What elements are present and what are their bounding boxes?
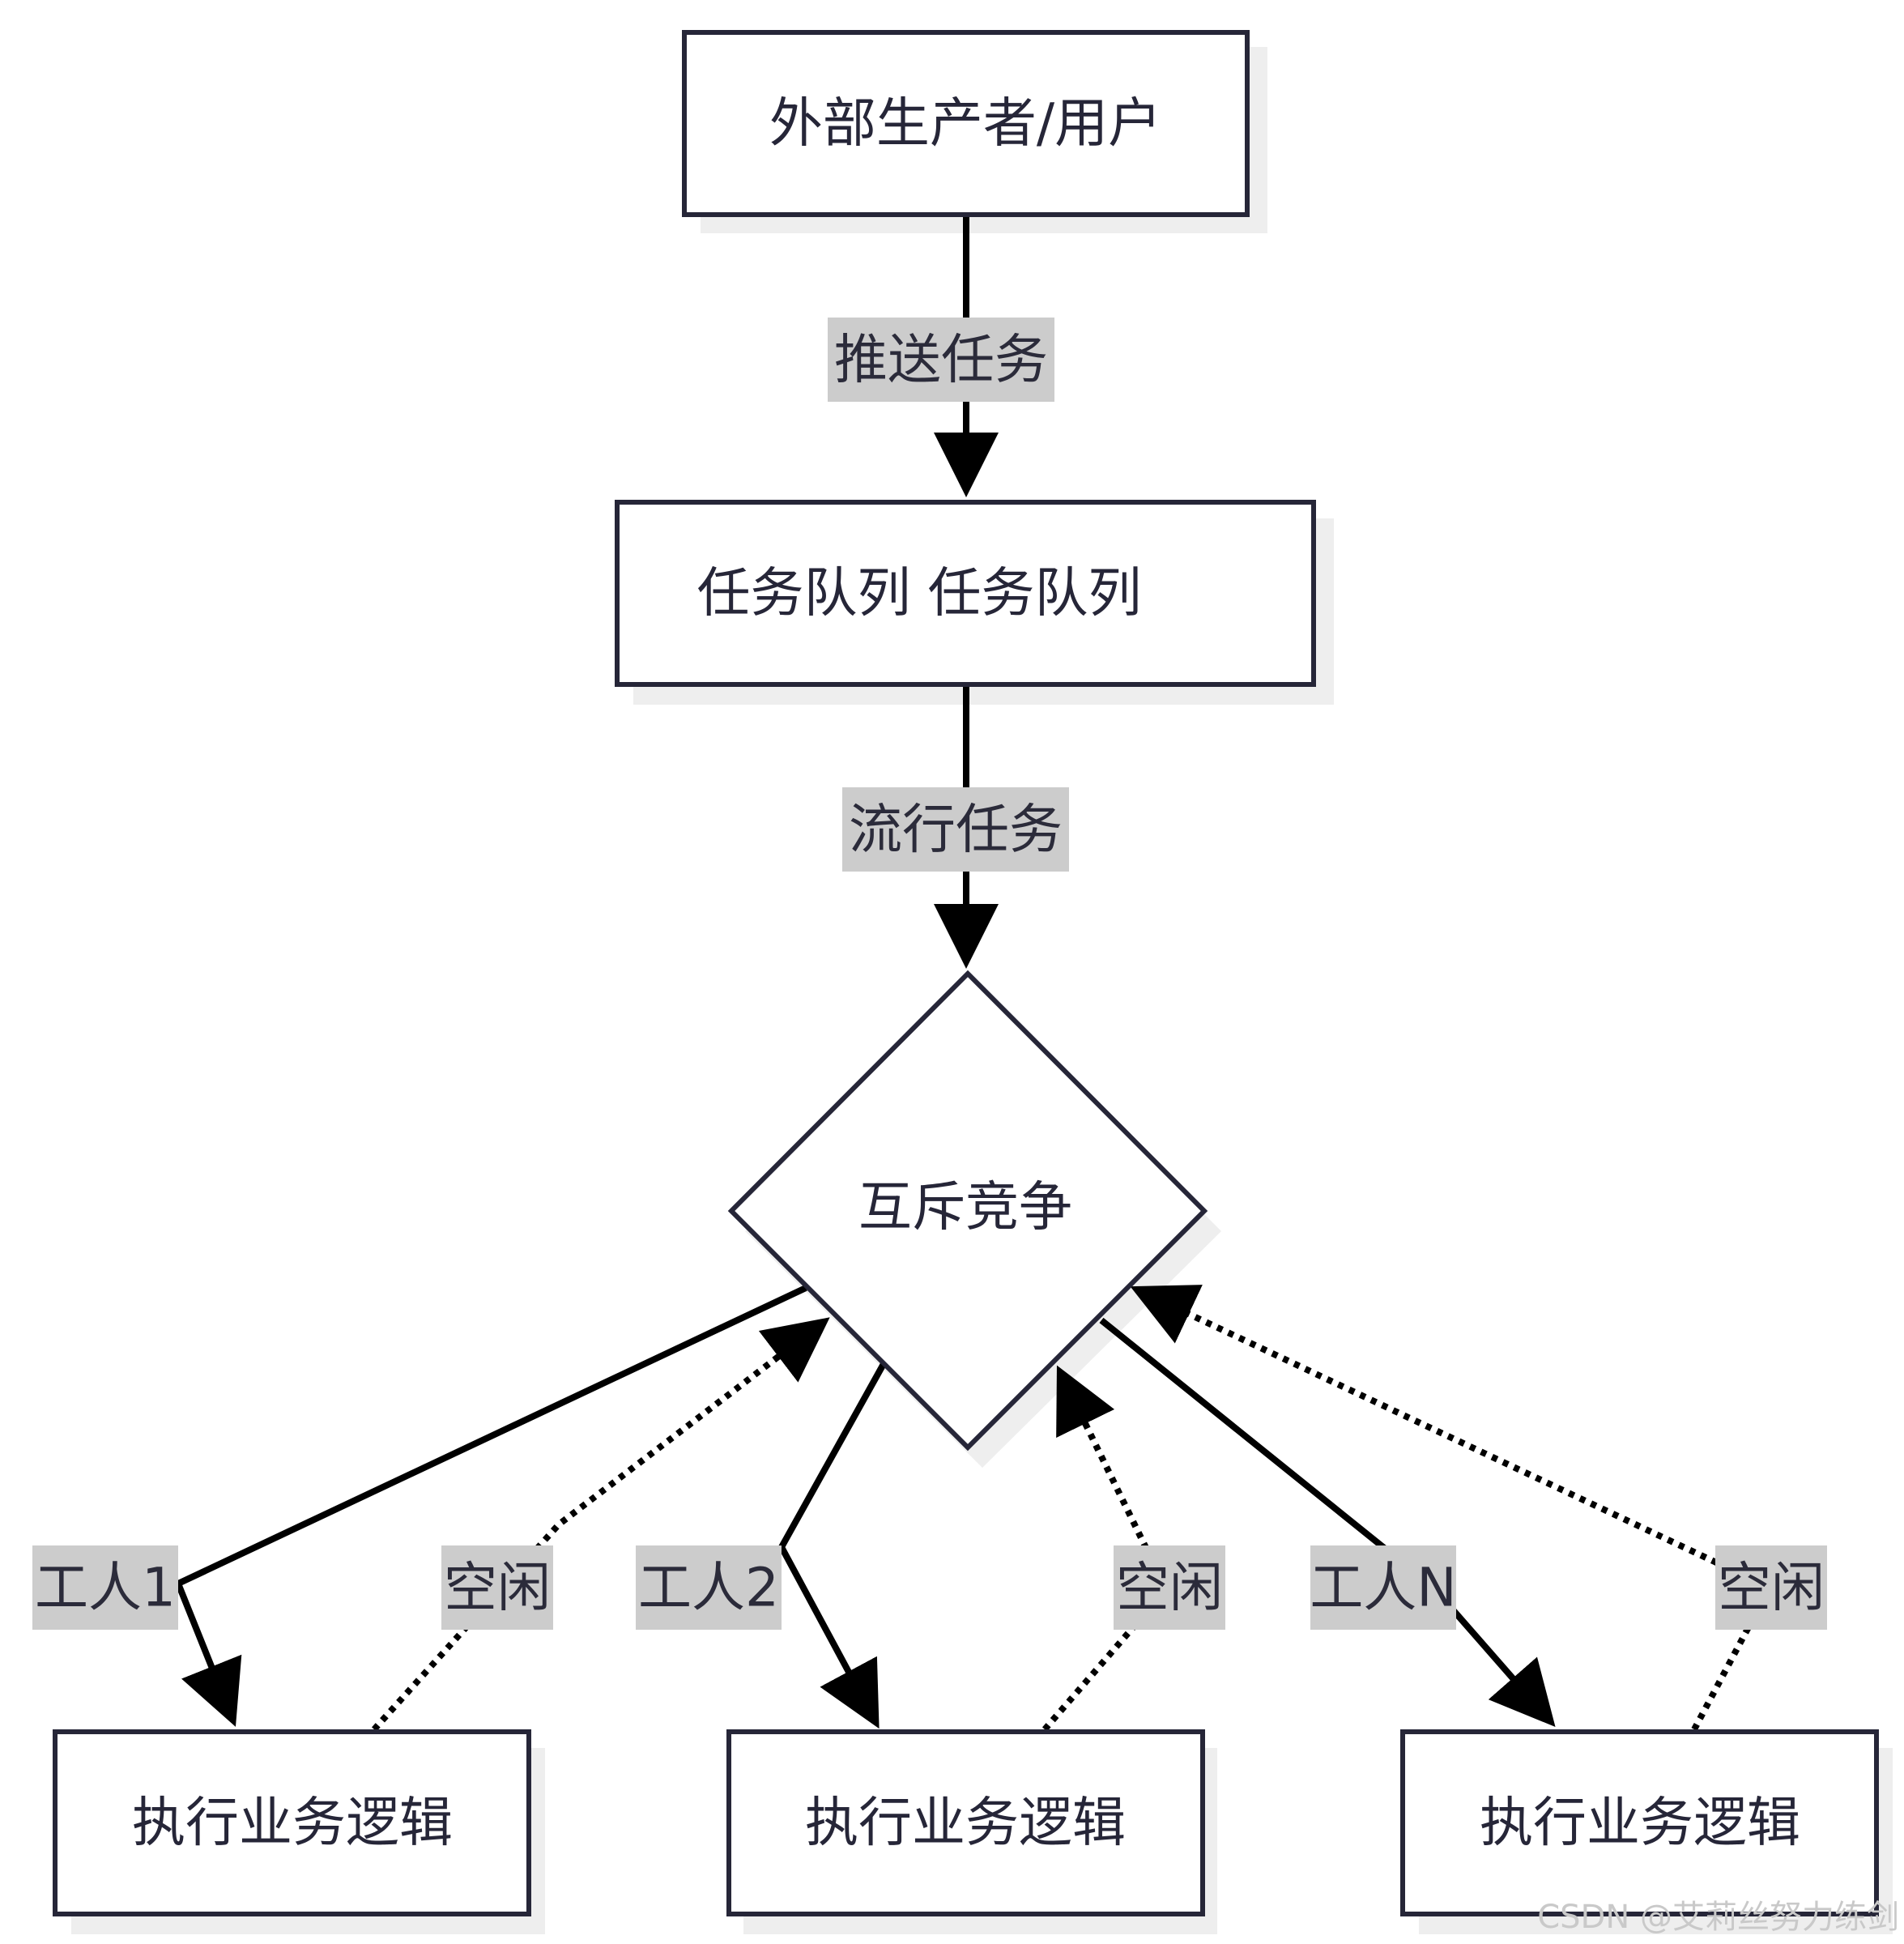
idle2-label-bg: [1114, 1545, 1225, 1630]
worker1-node: [53, 1729, 531, 1916]
idle2-label: 空闲: [1116, 1557, 1223, 1619]
worker2-label: 执行业务逻辑: [805, 1792, 1126, 1854]
worker1-label: 执行业务逻辑: [132, 1792, 453, 1854]
edge-idleN: [1130, 1285, 1774, 1731]
idleN-label-bg: [1715, 1545, 1827, 1630]
workerN-node: [1400, 1729, 1879, 1916]
idleN-label: 空闲: [1718, 1557, 1825, 1619]
mutex-node: [727, 970, 1208, 1452]
idle1-label: 空闲: [444, 1557, 551, 1619]
edge-worker2: [777, 1361, 888, 1729]
push-label: 推送任务: [834, 329, 1048, 391]
edge-workerN: [1099, 1317, 1556, 1728]
workerN-label-bg: [1310, 1545, 1456, 1630]
worker2-edge-label: 工人2: [638, 1557, 779, 1619]
producer-node: [682, 30, 1250, 217]
flow-label: 流行任务: [849, 799, 1063, 861]
flow-label-bg: [842, 787, 1069, 872]
watermark: CSDN @艾莉丝努力练剑: [1537, 1899, 1899, 1936]
queue-node: [615, 500, 1316, 687]
producer-label: 外部生产者/用户: [769, 92, 1161, 155]
worker2-node: [726, 1729, 1205, 1916]
queue-label: 任务队列 任务队列: [697, 562, 1142, 625]
worker1-label-bg: [32, 1545, 178, 1630]
idle1-label-bg: [441, 1545, 553, 1630]
worker1-edge-label: 工人1: [35, 1557, 176, 1619]
workerN-edge-label: 工人N: [1310, 1557, 1456, 1619]
edge-worker1: [173, 1285, 807, 1727]
mutex-label: 互斥竞争: [858, 1176, 1072, 1238]
workerN-label: 执行业务逻辑: [1480, 1792, 1800, 1854]
push-label-bg: [828, 318, 1054, 402]
worker2-label-bg: [636, 1545, 782, 1630]
